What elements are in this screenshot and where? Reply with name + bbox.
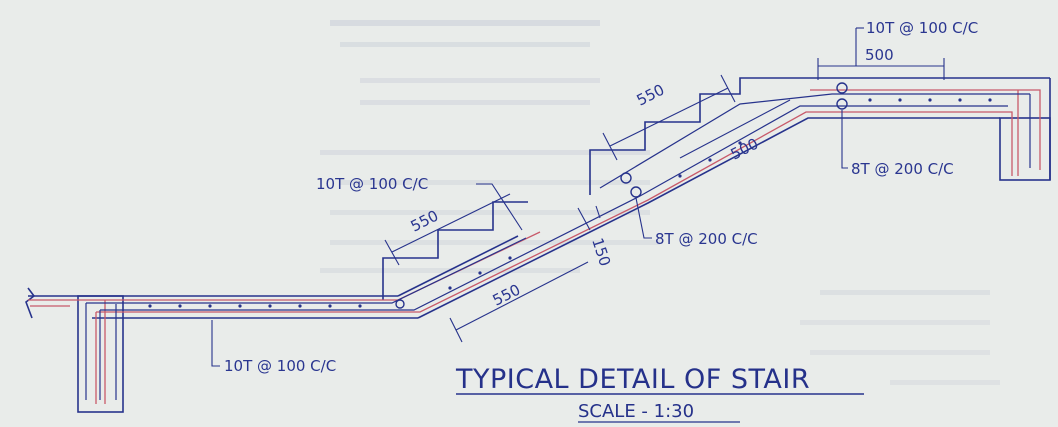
bar-marker-circles — [395, 82, 848, 309]
drawing-scale: SCALE - 1:30 — [578, 401, 694, 422]
dim-upper-flight-going: 550 — [634, 81, 668, 110]
rebar-label-bottom-landing-main: 10T @ 100 C/C — [224, 357, 336, 375]
drawing-title: TYPICAL DETAIL OF STAIR — [455, 364, 810, 395]
rebar-label-top-landing-dist: 8T @ 200 C/C — [851, 160, 954, 178]
dim-waist-lower: 550 — [490, 281, 524, 310]
rebar-red — [28, 89, 1041, 404]
rebar-label-top-landing-main: 10T @ 100 C/C — [866, 19, 978, 37]
dimension-lines — [211, 27, 945, 367]
distribution-bar-dots — [148, 98, 992, 308]
dim-waist-upper: 500 — [728, 135, 762, 164]
rebar-label-flight-top: 10T @ 100 C/C — [316, 175, 428, 193]
bleed-through-text — [320, 20, 1000, 385]
dim-landing-top-width: 500 — [865, 46, 894, 64]
rebar-label-flight-dist: 8T @ 200 C/C — [655, 230, 758, 248]
